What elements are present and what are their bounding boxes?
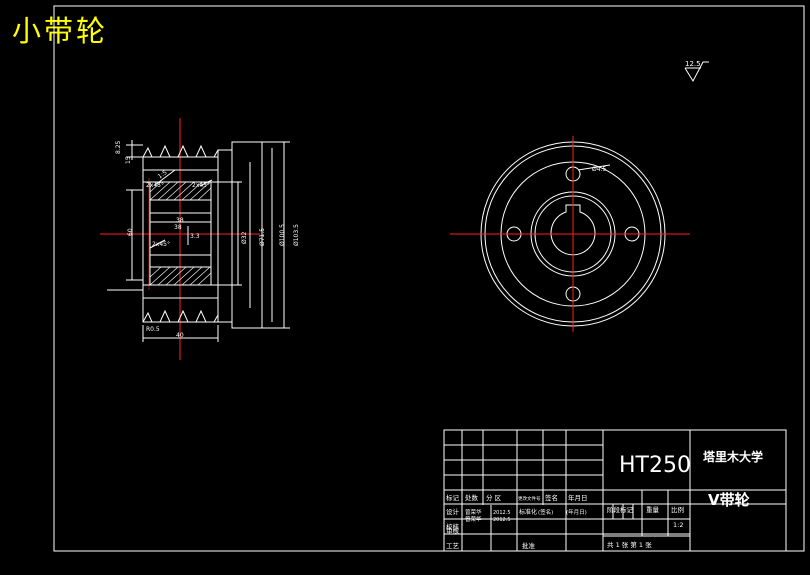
dim-left-b: 15 <box>125 156 132 164</box>
dim-width: 40 <box>176 332 184 339</box>
row-label-design: 设计 <box>446 507 460 516</box>
sheet-border <box>53 5 805 552</box>
weight-label: 重量 <box>646 506 660 514</box>
dim-bottom-left: R0.5 <box>146 326 160 333</box>
hole-label: Ø4.5 <box>592 166 606 173</box>
hatch-upper <box>149 181 212 201</box>
diameter-4: Ø103.5 <box>293 224 300 246</box>
designer-name: 曾荣华 <box>465 508 482 516</box>
dim-bore: 60 <box>127 228 134 236</box>
date-cell: (年月日) <box>566 508 587 516</box>
row-label-review: 审核 <box>446 526 460 535</box>
header-sign: 签名 <box>545 493 558 502</box>
dim-top: 1:5 <box>157 169 169 180</box>
checker-name: 曾荣华 <box>465 515 482 523</box>
bore-keyway <box>550 204 596 256</box>
sign-cell: (签名) <box>538 508 553 516</box>
diameter-1: Ø32 <box>241 231 248 244</box>
school-name: 塔里木大学 <box>703 449 763 464</box>
chamfer-b: 2x45° <box>192 182 210 189</box>
dim-left-a: 8.25 <box>115 140 122 154</box>
header-change-doc: 更改文件号 <box>518 495 541 502</box>
header-count: 处数 <box>465 493 479 502</box>
approve-label: 批准 <box>522 541 536 550</box>
designer-date: 2012.5 <box>493 510 511 516</box>
part-name: V带轮 <box>708 491 750 509</box>
dim-38: 38 <box>174 224 182 231</box>
scale-label: 比例 <box>671 505 684 514</box>
dim-key: 3.3 <box>190 233 200 240</box>
checker-date: 2012.5 <box>493 517 511 523</box>
sheet-info: 共 1 张 第 1 张 <box>607 540 652 549</box>
stage-label: 阶段标记 <box>607 505 634 514</box>
scale-value: 1:2 <box>673 521 683 529</box>
roughness-symbol <box>684 61 709 83</box>
page-title: 小带轮 <box>12 14 109 48</box>
header-zone: 分 区 <box>486 493 502 502</box>
side-centerlines <box>450 136 690 332</box>
row-label-mark: 标记 <box>446 493 460 502</box>
header-date: 年月日 <box>568 493 588 502</box>
diameter-2: Ø71.5 <box>259 228 266 246</box>
std-label: 标准化 <box>519 508 537 516</box>
chamfer-a: 2x45° <box>146 182 164 189</box>
roughness-value: 12.5 <box>685 60 701 68</box>
dim-hub: 38 <box>176 217 184 224</box>
row-label-check: 校核 <box>446 522 460 531</box>
hatch-lower <box>149 266 212 286</box>
row-label-process: 工艺 <box>446 542 460 550</box>
front-view <box>100 118 290 360</box>
chamfer-c: 2x45° <box>152 241 170 248</box>
material: HT250 <box>619 453 691 478</box>
diameter-3: Ø100.5 <box>279 224 286 246</box>
title-block <box>443 429 787 552</box>
